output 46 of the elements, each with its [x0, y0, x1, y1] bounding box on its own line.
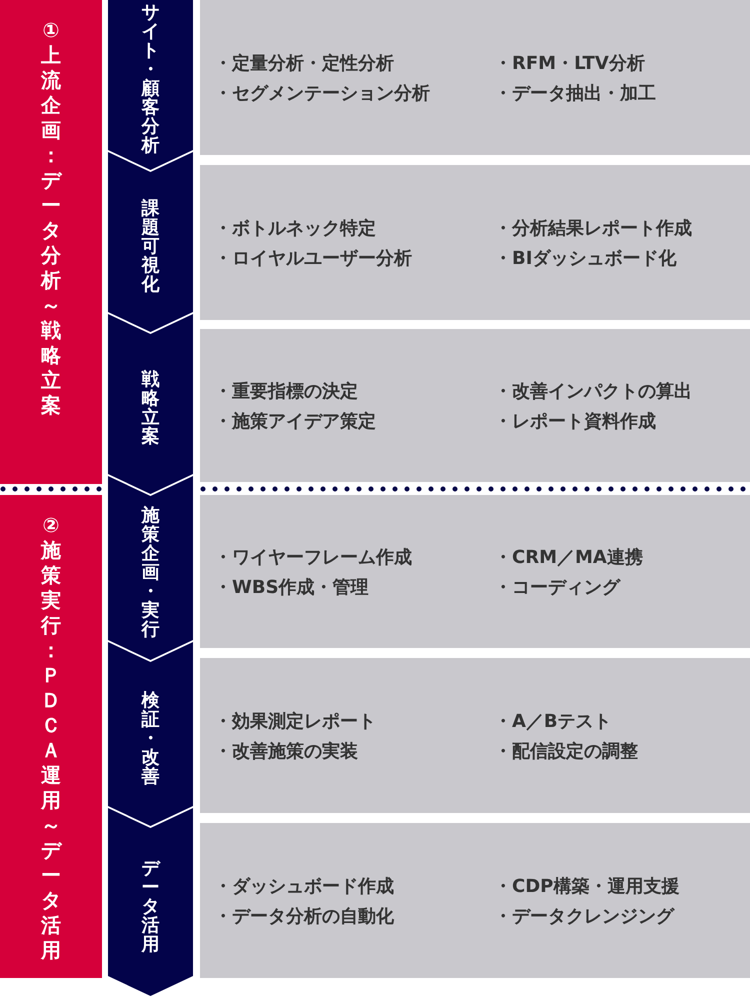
step-label: 検証・改善: [142, 690, 160, 786]
content-panel: [200, 658, 750, 813]
phase-band: [0, 0, 102, 484]
list-item: ・ボトルネック特定: [214, 216, 377, 240]
list-item: ・ワイヤーフレーム作成: [214, 546, 413, 568]
list-item: ・ダッシュボード作成: [214, 874, 395, 898]
list-item: ・定量分析・定性分析: [214, 52, 395, 74]
list-item: ・分析結果レポート作成: [494, 216, 693, 240]
list-item: ・CRM／MA連携: [494, 546, 644, 568]
step-band: [108, 152, 193, 332]
content-panel: [200, 329, 750, 482]
content-panel: [200, 165, 750, 320]
list-item: ・ロイヤルユーザー分析: [214, 246, 413, 270]
list-item: ・WBS作成・管理: [214, 576, 370, 598]
list-item: ・重要指標の決定: [214, 380, 359, 402]
list-item: ・セグメンテーション分析: [214, 82, 431, 104]
step-band: [108, 808, 193, 996]
step-label: 施策企画・実行: [142, 506, 160, 638]
list-item: ・データ分析の自動化: [214, 904, 395, 928]
list-item: ・データ抽出・加工: [494, 82, 657, 104]
list-item: ・改善インパクトの算出: [494, 380, 693, 402]
list-item: ・RFM・LTV分析: [494, 52, 646, 74]
content-panel: [200, 0, 750, 155]
list-item: ・コーディング: [494, 576, 622, 598]
list-item: ・BIダッシュボード化: [494, 246, 678, 270]
step-label: 戦略立案: [142, 370, 160, 446]
phase-band: [0, 495, 102, 978]
step-label: 課題可視化: [142, 198, 160, 294]
step-label: データ活用: [142, 858, 160, 954]
step-band: [108, 476, 193, 660]
phase-title: ②施策実行：ＰＤＣＡ運用～データ活用: [41, 513, 61, 963]
step-label: サイト・顧客分析: [142, 3, 160, 155]
content-panel: [200, 495, 750, 648]
list-item: ・効果測定レポート: [214, 710, 377, 732]
list-item: ・A／Bテスト: [494, 710, 613, 732]
phase-title: ①上流企画：データ分析～戦略立案: [41, 18, 61, 418]
list-item: ・施策アイデア策定: [214, 410, 377, 432]
list-item: ・レポート資料作成: [494, 410, 657, 432]
list-item: ・配信設定の調整: [494, 740, 639, 762]
list-item: ・CDP構築・運用支援: [494, 874, 680, 898]
step-band: [108, 314, 193, 494]
step-band: [108, 0, 193, 170]
step-band: [108, 642, 193, 826]
content-panel: [200, 823, 750, 978]
list-item: ・改善施策の実装: [214, 740, 359, 762]
list-item: ・データクレンジング: [494, 904, 676, 928]
